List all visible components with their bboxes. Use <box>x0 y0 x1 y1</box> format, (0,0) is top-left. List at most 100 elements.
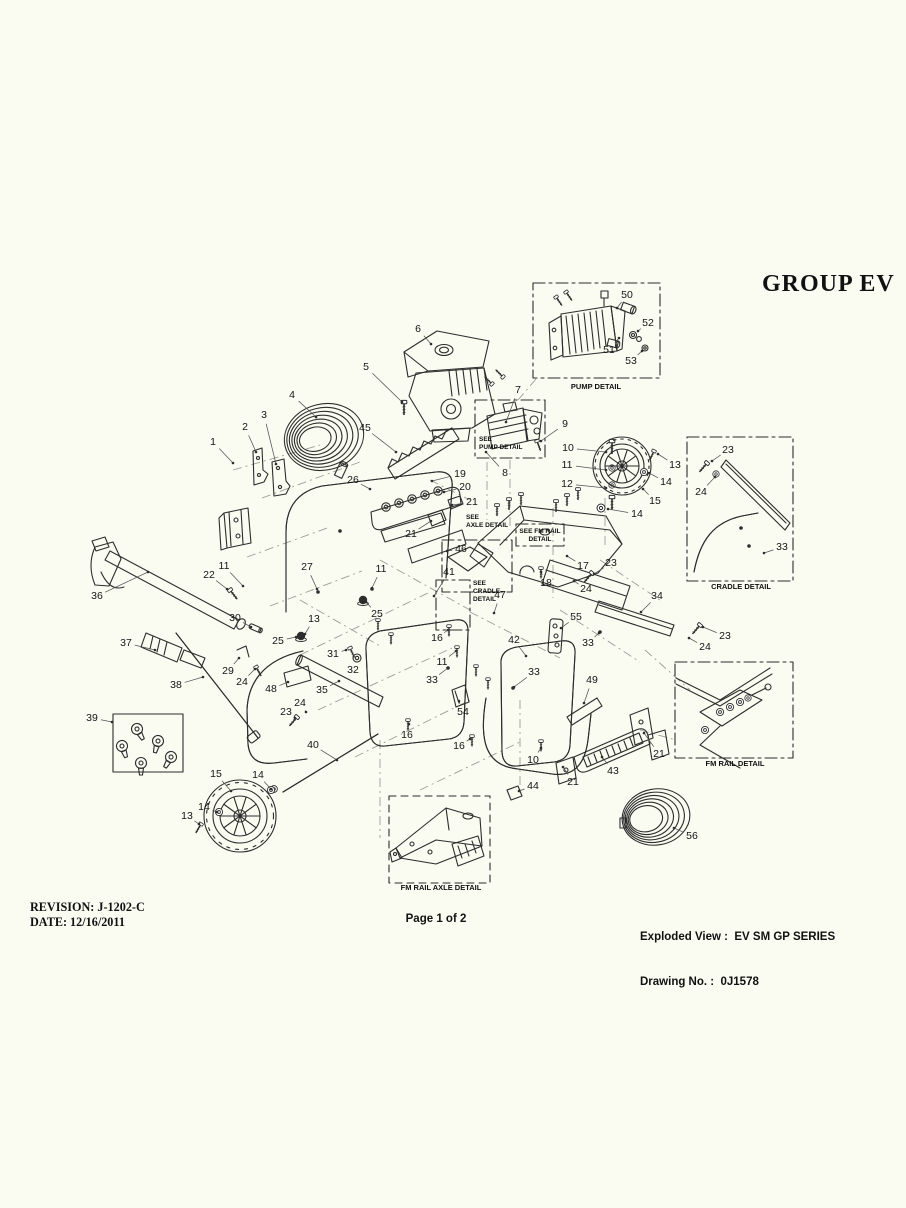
leader-line <box>418 520 432 530</box>
part-number-label: 33 <box>776 541 788 553</box>
serrated-strip <box>387 427 460 480</box>
part-number-label: 51 <box>603 344 615 356</box>
cradle-detail-ref-box <box>435 579 471 631</box>
part-number-label: 20 <box>459 481 471 493</box>
part-number-label: 11 <box>562 459 573 471</box>
leader-line <box>562 766 569 775</box>
fm-rail-axle-detail-caption: FM RAIL AXLE DETAIL <box>401 883 482 892</box>
leader-dot <box>713 475 717 479</box>
leader-line <box>304 626 310 635</box>
leader-line <box>104 571 149 593</box>
part-number-label: 27 <box>301 561 313 573</box>
part-number-label: 16 <box>431 632 443 644</box>
part-number-label: 32 <box>347 664 359 676</box>
leader-line <box>423 335 432 345</box>
leader-line <box>286 636 297 640</box>
leader-line <box>215 580 228 590</box>
leader-dot <box>368 487 372 491</box>
leader-dot <box>110 720 114 724</box>
leader-dot <box>484 450 488 454</box>
part-number-label: 15 <box>649 495 661 507</box>
part-number-label: 5 <box>363 361 369 373</box>
center-hardware <box>226 569 596 801</box>
rod-35 <box>283 654 384 708</box>
pump-detail-box <box>532 282 661 379</box>
leader-dot <box>445 549 449 553</box>
leader-dot <box>286 680 290 684</box>
part-number-label: 23 <box>722 444 734 456</box>
left-cradle-frame <box>365 618 469 747</box>
cradle-detail-box <box>686 436 794 582</box>
leader-line <box>443 488 457 493</box>
leader-dot <box>454 649 458 653</box>
leader-line <box>706 476 716 486</box>
leader-line <box>643 732 655 747</box>
part-number-label: 37 <box>120 637 132 649</box>
leader-dot <box>429 519 433 523</box>
leader-line <box>513 677 528 688</box>
leader-line <box>248 668 256 676</box>
cradle-frame <box>469 630 602 767</box>
leader-dot <box>304 710 308 714</box>
leader-dot <box>517 789 521 793</box>
leader-line <box>329 680 340 687</box>
leader-dot <box>364 600 368 604</box>
leader-line <box>657 453 668 461</box>
leader-line <box>279 681 289 686</box>
leader-line <box>134 644 156 651</box>
leader-dot <box>604 450 608 454</box>
leader-line <box>711 454 721 462</box>
leader-dot <box>315 587 319 591</box>
leader-dot <box>492 611 496 615</box>
rail-49 <box>566 697 603 726</box>
leader-dot <box>442 490 446 494</box>
leader-dot <box>710 459 714 463</box>
leader-dot <box>468 737 472 741</box>
part-number-label: 49 <box>586 674 598 686</box>
drawing-info-block: Exploded View : EV SM GP SERIES Drawing … <box>640 900 835 1020</box>
leader-line <box>576 448 607 453</box>
leader-dot <box>604 468 608 472</box>
grip-rail-43 <box>555 707 670 785</box>
leader-line <box>431 475 452 482</box>
axle-bracket <box>447 546 488 572</box>
leader-line <box>583 688 590 704</box>
part-number-label: 23 <box>280 706 292 718</box>
diagram-artwork <box>90 282 794 884</box>
part-number-label: 13 <box>308 613 320 625</box>
leader-line <box>673 827 684 833</box>
part-number-label: 19 <box>454 468 466 480</box>
part-number-label: 33 <box>426 674 438 686</box>
wand <box>175 632 261 744</box>
spray-gun <box>90 536 246 630</box>
part-number-label: 35 <box>316 684 328 696</box>
part-number-label: 48 <box>265 683 277 695</box>
fm-rail-detail-caption: FM RAIL DETAIL <box>706 759 765 768</box>
small-brackets <box>218 447 291 551</box>
part-number-label: 50 <box>621 289 633 301</box>
part-number-label: 13 <box>181 810 193 822</box>
drawing-number-text: Drawing No. : 0J1578 <box>640 976 759 988</box>
panel-46 <box>407 529 467 564</box>
part-number-label: 31 <box>327 648 339 660</box>
axle-detail-ref-box <box>441 539 513 593</box>
leader-dot <box>672 826 676 830</box>
part-number-label: 17 <box>577 560 589 572</box>
base-plate <box>469 486 631 611</box>
leader-dot <box>582 701 586 705</box>
leader-line <box>560 622 569 629</box>
part-number-label: 38 <box>170 679 182 691</box>
engine <box>400 330 507 443</box>
cradle-detail-caption: CRADLE DETAIL <box>711 582 771 591</box>
part-number-label: 11 <box>437 656 448 668</box>
part-number-label: 14 <box>660 476 672 488</box>
part-number-label: 13 <box>669 459 681 471</box>
fm-rail-detail-box <box>674 661 794 769</box>
part-number-label: 21 <box>405 528 417 540</box>
leader-line <box>642 488 649 495</box>
part-number-label: 1 <box>210 436 216 448</box>
leader-dot <box>294 635 298 639</box>
leader-dot <box>539 746 543 750</box>
nozzle-kit-box <box>112 713 184 776</box>
